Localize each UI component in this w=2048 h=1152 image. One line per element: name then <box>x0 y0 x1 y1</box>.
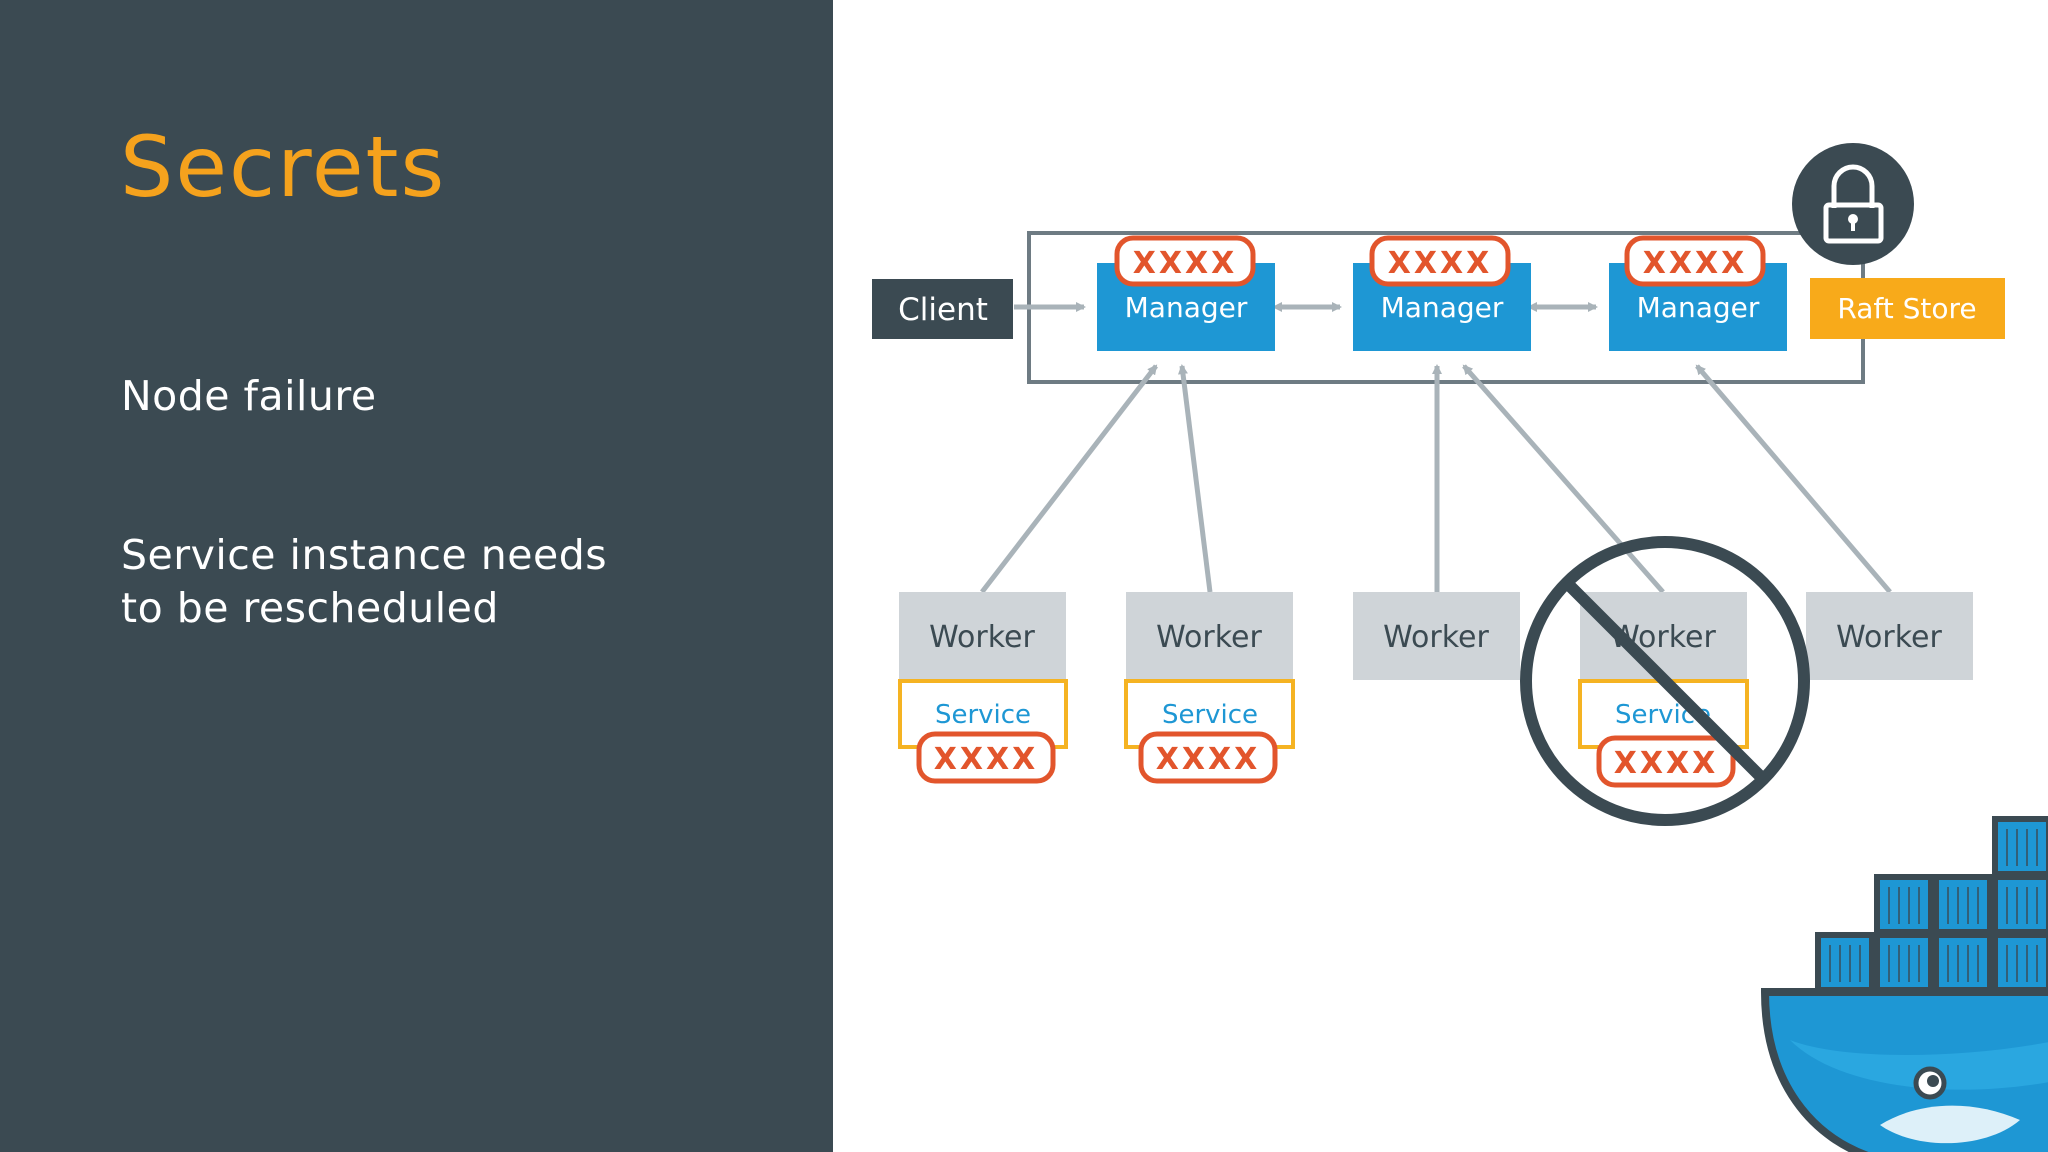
secret-badge <box>1114 235 1256 287</box>
worker-node-5: Worker <box>1806 592 1973 680</box>
worker-node-1: Worker Service XXXX <box>898 592 1068 784</box>
worker-label: Worker <box>1156 620 1262 655</box>
lock-icon <box>1792 143 1914 265</box>
client-node: Client <box>872 279 1013 339</box>
left-panel: Secrets Node failure Service instance ne… <box>0 0 833 1152</box>
service-label: Service <box>935 700 1031 730</box>
secret-label: XXXX <box>1614 746 1719 781</box>
secret-badge <box>916 731 1056 784</box>
secret-label: XXXX <box>934 742 1039 777</box>
manager-node-3: Manager XXXX <box>1609 235 1787 351</box>
bullet-line: Service instance needs <box>121 531 608 579</box>
manager-node-2: Manager XXXX <box>1353 235 1531 351</box>
worker-node-2: Worker Service XXXX <box>1124 592 1295 784</box>
raft-store-node: Raft Store <box>1810 237 2005 339</box>
secret-label: XXXX <box>1388 246 1493 281</box>
manager-node-1: Manager XXXX <box>1097 235 1275 351</box>
raft-store-label: Raft Store <box>1837 292 1976 325</box>
worker-label: Worker <box>1383 620 1489 655</box>
worker-node-3: Worker <box>1353 592 1520 680</box>
manager-label: Manager <box>1637 291 1760 324</box>
docker-whale-logo <box>1760 816 2048 1152</box>
secret-badge <box>1138 731 1278 784</box>
service-label: Service <box>1162 700 1258 730</box>
bullet-line: to be rescheduled <box>121 584 499 632</box>
arrow-w2-m1 <box>1178 364 1213 593</box>
worker-manager-arrows <box>980 364 1892 594</box>
bullet-service-rescheduled: Service instance needs to be rescheduled <box>121 529 607 635</box>
manager-label: Manager <box>1381 291 1504 324</box>
secret-label: XXXX <box>1156 742 1261 777</box>
arrow-w5-m3 <box>1695 364 1892 594</box>
arrow-w4-m2 <box>1462 364 1665 594</box>
secret-label: XXXX <box>1643 246 1748 281</box>
secret-badge <box>1596 735 1736 788</box>
arrow-w1-m1 <box>980 364 1158 594</box>
worker-label: Worker <box>1836 620 1942 655</box>
worker-label: Worker <box>929 620 1035 655</box>
container-stack <box>1815 816 2048 993</box>
client-label: Client <box>898 292 988 328</box>
secret-badge <box>1369 235 1511 287</box>
manager-label: Manager <box>1125 291 1248 324</box>
slide-title: Secrets <box>120 118 447 216</box>
bullet-node-failure: Node failure <box>121 372 377 420</box>
prohibited-icon <box>1520 536 1810 826</box>
secret-label: XXXX <box>1133 246 1238 281</box>
secret-badge <box>1624 235 1766 287</box>
